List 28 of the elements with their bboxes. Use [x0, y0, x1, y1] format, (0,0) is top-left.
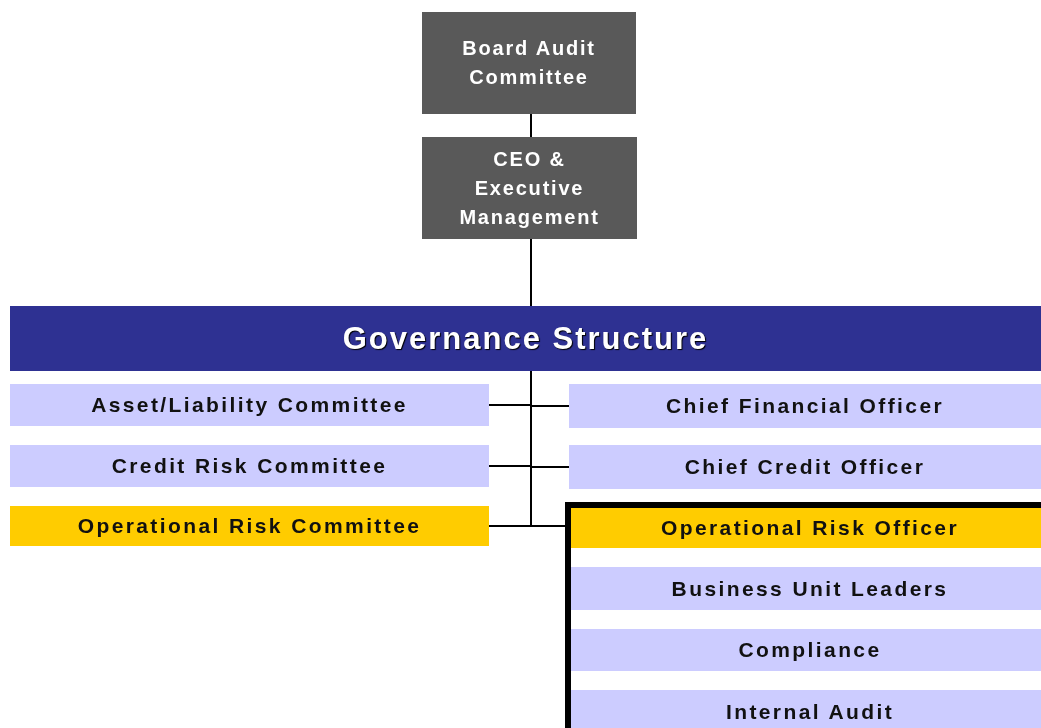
box-label: Governance Structure — [342, 320, 709, 357]
box-label: Business Unit Leaders — [671, 576, 949, 601]
box-label: Asset/Liability Committee — [91, 393, 408, 417]
box-label: Credit Risk Committee — [111, 454, 388, 478]
org-box — [10, 384, 489, 426]
org-box — [10, 445, 489, 487]
org-box — [422, 137, 637, 239]
box-label: Chief Credit Officer — [684, 455, 926, 479]
box-label: Operational Risk Officer — [661, 516, 959, 540]
org-box — [569, 445, 1041, 489]
box-label: Operational Risk Committee — [77, 514, 422, 538]
group-frame — [565, 502, 1041, 728]
box-label: Compliance — [738, 638, 882, 662]
org-box — [569, 384, 1041, 428]
org-box — [571, 629, 1041, 671]
connector-line — [530, 113, 532, 138]
org-box — [571, 508, 1041, 548]
org-box — [571, 567, 1041, 610]
box-label: Internal Audit — [725, 700, 895, 724]
org-box — [422, 12, 636, 114]
box-label: Board Audit Committee — [461, 36, 597, 90]
connector-line — [530, 238, 532, 307]
box-label: Chief Financial Officer — [665, 394, 945, 418]
connector-line — [530, 370, 566, 527]
org-box — [10, 506, 489, 546]
section-banner — [10, 306, 1041, 371]
box-label: CEO & Executive Management — [458, 146, 601, 230]
org-box — [571, 690, 1041, 728]
